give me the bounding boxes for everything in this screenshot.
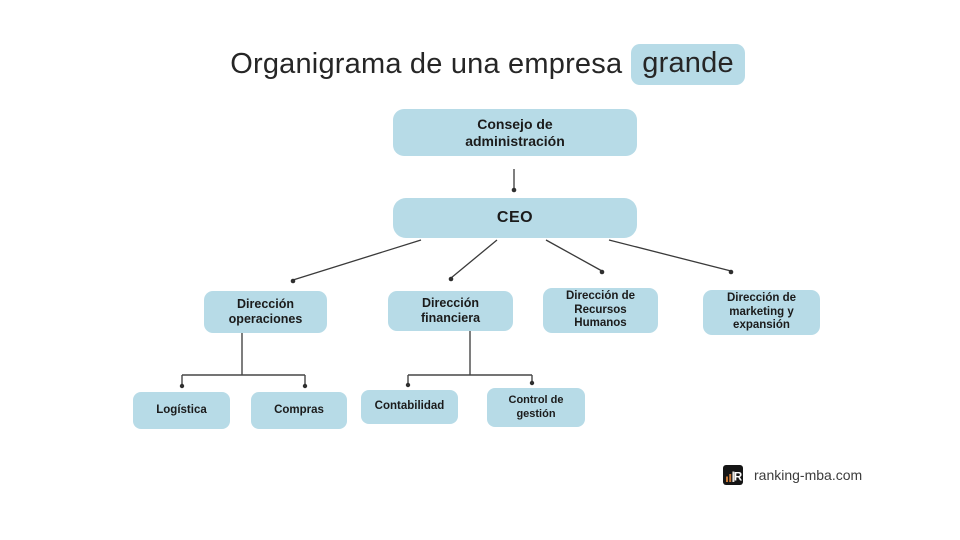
- org-node-direccion-recursos-humanos: Dirección de Recursos Humanos: [543, 288, 658, 333]
- connector-ceo-financiera: [450, 239, 498, 279]
- title-text: Organigrama de una empresa: [230, 48, 623, 80]
- page-title: Organigrama de una empresa grande: [15, 44, 960, 85]
- connector-ceo-rrhh: [545, 239, 603, 272]
- title-highlight: grande: [631, 44, 745, 85]
- org-node-consejo-de-administracion: Consejo de administración: [393, 109, 637, 156]
- org-node-contabilidad: Contabilidad: [361, 390, 458, 424]
- org-node-ceo: CEO: [393, 198, 637, 238]
- connector-financiera-children: [407, 331, 533, 384]
- connector-ceo-marketing: [608, 239, 732, 272]
- org-node-direccion-operaciones: Dirección operaciones: [204, 291, 327, 333]
- org-node-compras: Compras: [251, 392, 347, 429]
- logo-letter: R: [734, 472, 743, 484]
- org-node-direccion-financiera: Dirección financiera: [388, 291, 513, 331]
- org-node-control-de-gestion: Control de gestión: [487, 388, 585, 427]
- org-node-logistica: Logística: [133, 392, 230, 429]
- org-node-direccion-marketing-expansion: Dirección de marketing y expansión: [703, 290, 820, 335]
- connector-ceo-operaciones: [292, 239, 422, 281]
- connector-operaciones-children: [181, 333, 306, 385]
- footer-brand: R ranking-mba.com: [723, 465, 862, 485]
- ranking-mba-logo-icon: R: [723, 465, 743, 485]
- footer-site-text: ranking-mba.com: [754, 467, 863, 483]
